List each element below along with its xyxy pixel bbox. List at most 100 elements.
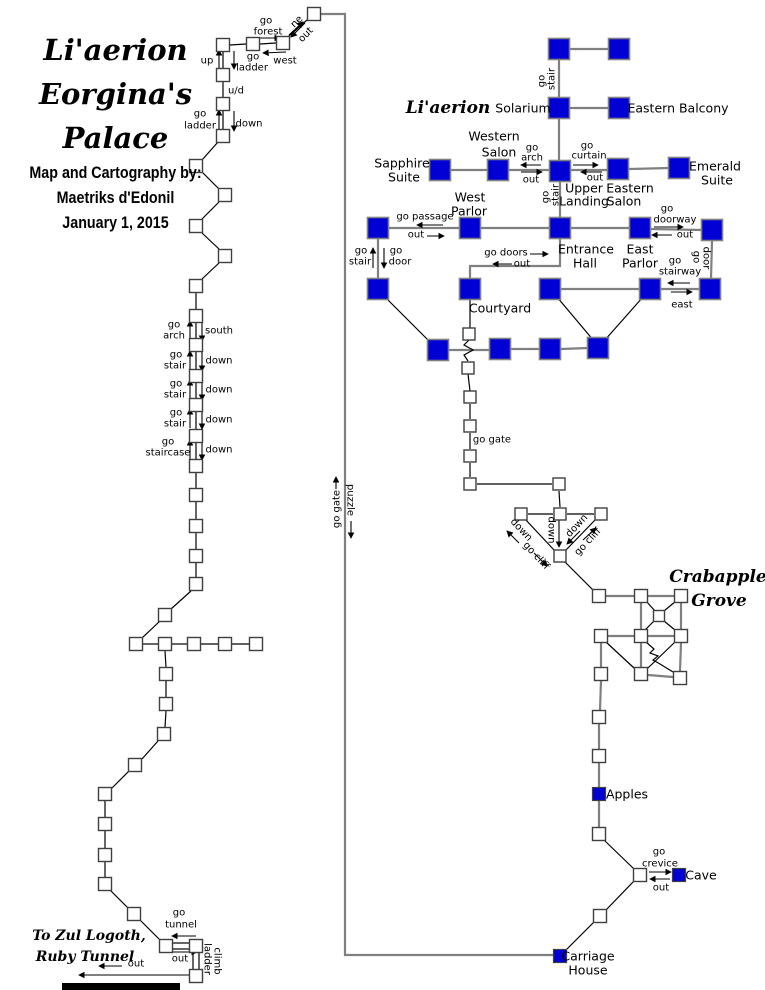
path-room-node [594,507,608,521]
room-node [538,277,562,301]
room-name-label: Apples [606,787,648,802]
room-node [366,216,390,240]
path-room-node [188,278,204,294]
path-room-node [673,628,689,644]
direction-label: west [273,56,297,67]
map-edge [663,620,676,631]
direction-label: forest [254,27,283,38]
path-room-node [463,477,477,491]
direction-label: arch [163,331,185,342]
direction-label: stair [164,361,187,372]
map-edge [647,673,674,679]
direction-arrow [506,530,520,544]
room-node [426,338,450,362]
path-room-node [462,327,476,341]
path-room-node [514,507,528,521]
area-name-label: Ruby Tunnel [35,949,135,965]
path-room-node [652,609,666,623]
room-name-label: Carriage [561,949,615,964]
direction-label: stair [551,183,562,206]
direction-label: down [546,517,557,544]
path-room-node [591,748,607,764]
path-room-node [188,938,204,954]
room-name-label: Western [468,129,519,144]
map-edge [603,839,635,870]
map-edge [647,641,676,669]
map-edge [645,641,674,673]
path-room-node [463,449,477,463]
path-room-node [188,218,204,234]
room-node [366,277,390,301]
direction-label: puzzle [345,484,356,516]
path-room-node [248,636,264,652]
direction-label: down [206,445,233,456]
path-room-node [126,906,142,922]
direction-label: curtain [571,151,606,162]
direction-label: ladder [236,63,269,74]
room-name-label: East [627,242,654,257]
direction-label: go [162,437,174,448]
map-edge [524,518,555,551]
path-room-node [593,628,609,644]
direction-label: go [194,109,206,120]
room-node [552,948,568,964]
direction-label: doorway [654,215,697,226]
room-node [638,277,662,301]
direction-arrow [290,22,306,38]
map-edge [109,889,129,909]
direction-label: go [173,908,185,919]
room-name-label: Parlor [622,256,659,271]
direction-arrow [566,530,581,545]
direction-label: go [691,251,702,263]
direction-label: tunnel [165,920,197,931]
map-edge [565,921,595,951]
path-room-node [673,588,689,604]
direction-label: stair [164,419,187,430]
direction-label: go [537,75,548,87]
direction-arrow [533,552,548,567]
path-room-node [97,847,113,863]
room-name-label: Hall [573,256,597,271]
path-room-node [275,35,291,51]
direction-label: ne [289,14,306,31]
direction-label: ladder [184,121,217,132]
direction-label: up [201,56,214,67]
path-room-node [188,368,204,384]
room-name-label: Salon [607,194,642,209]
direction-label: go [653,847,665,858]
direction-label: out [172,954,188,965]
path-room-node [461,361,475,375]
room-node [700,218,724,242]
direction-label: door [389,257,413,268]
room-name-label: Suite [701,173,733,188]
room-name-label: Parlor [451,204,488,219]
direction-label: ladder [202,943,213,976]
map-edge [709,240,714,280]
path-room-node [217,187,233,203]
direction-label: out [408,230,424,241]
direction-arrow [582,527,597,541]
direction-label: stair [349,257,372,268]
path-room-node [672,670,688,686]
path-room-node [215,37,231,53]
direction-label: stair [547,67,558,90]
path-room-node [591,588,607,604]
path-room-node [593,666,609,682]
map-date: January 1, 2015 [62,213,169,232]
path-room-node [97,786,113,802]
direction-label: door [701,247,712,271]
direction-label: go cliff [521,540,553,573]
map-edge [384,296,432,344]
room-node [486,158,510,182]
map-edge [603,296,644,342]
path-room-node [128,636,144,652]
room-node [538,337,562,361]
bottom-edge-artifact [62,983,180,990]
room-name-label: Eastern Balcony [627,101,729,116]
direction-label: east [671,300,692,311]
path-room-node [217,636,233,652]
room-node [547,37,571,61]
map-edge [141,620,161,639]
room-name-label: Suite [388,170,420,185]
